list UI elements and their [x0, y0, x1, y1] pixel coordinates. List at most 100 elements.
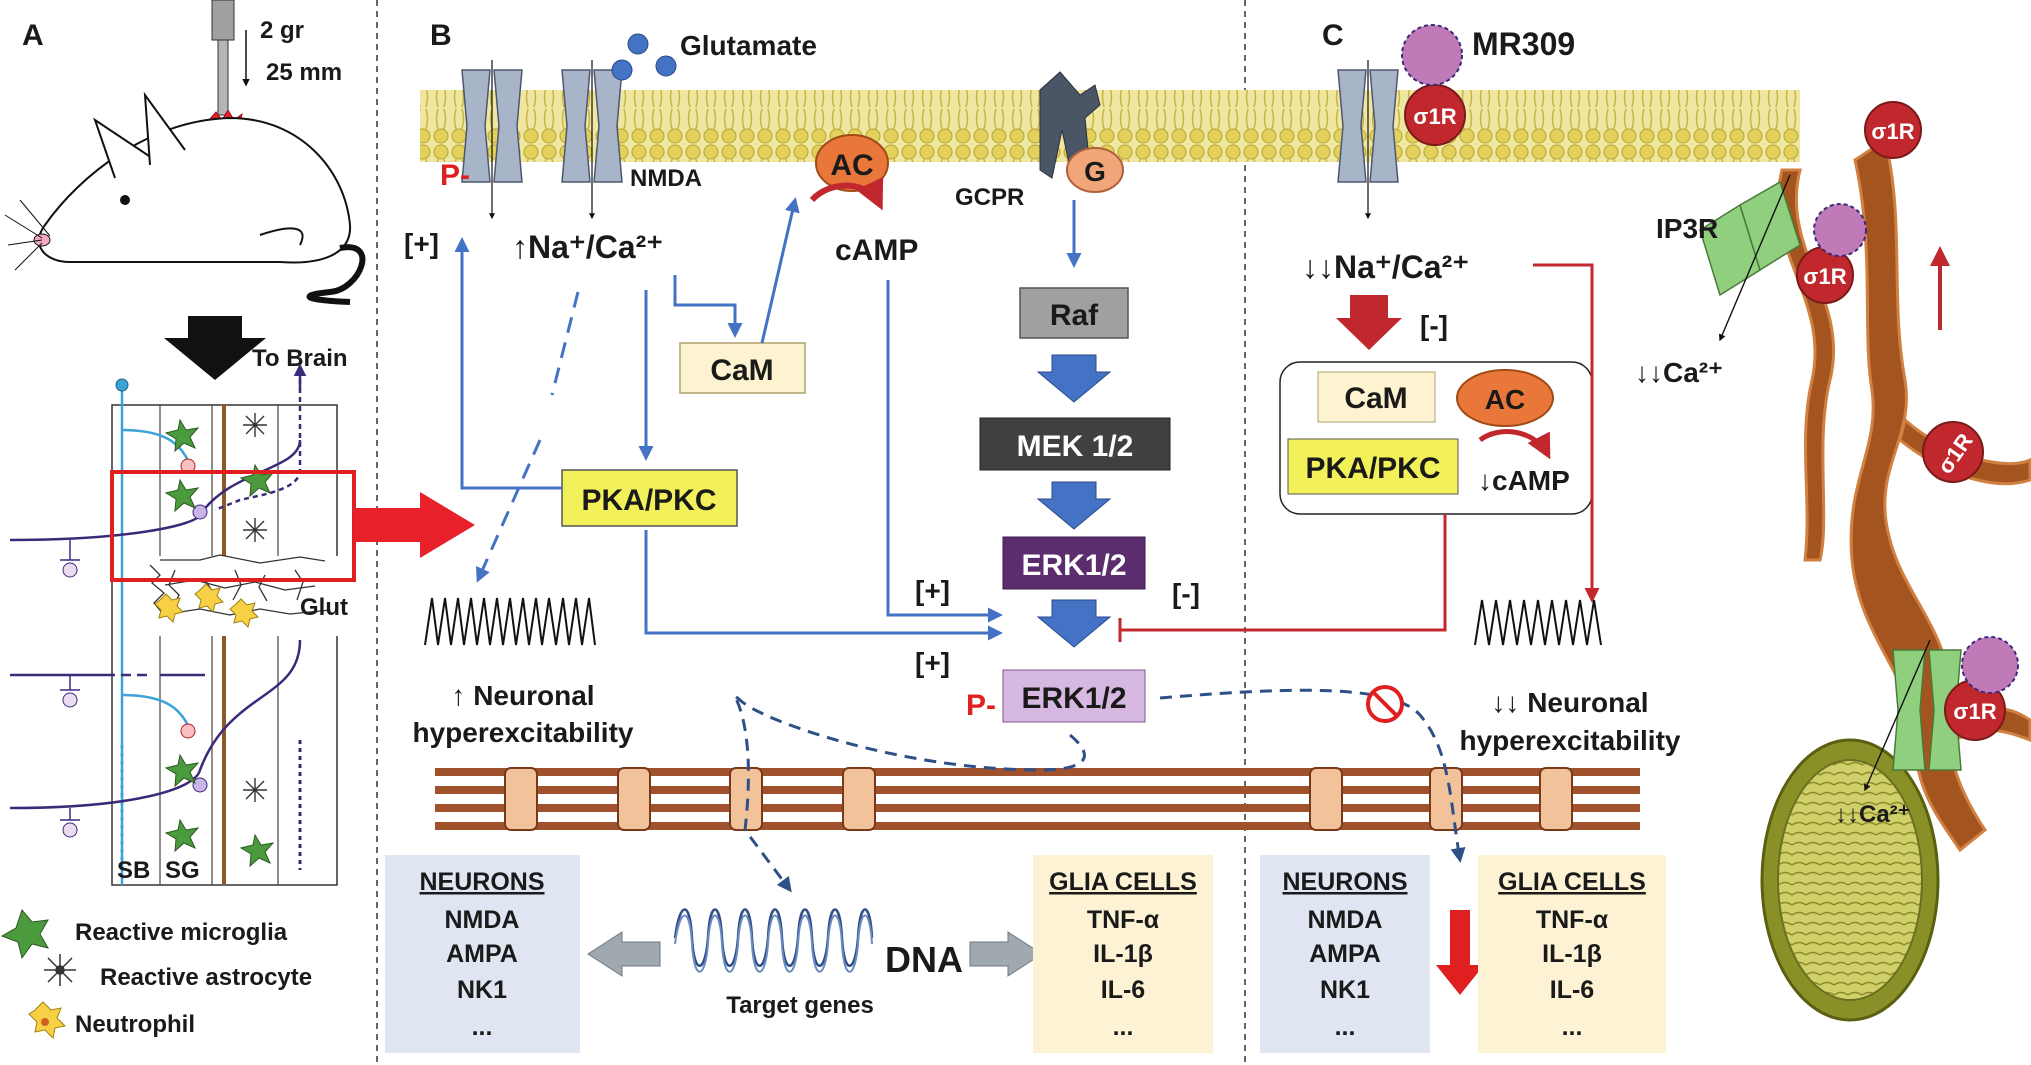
- plus-erk-label: [+]: [915, 575, 950, 606]
- ip3r-receptor: [1699, 180, 1801, 297]
- neurons-item-b: NK1: [457, 976, 507, 1004]
- na-ca-down-label: ↓↓Na⁺/Ca²⁺: [1302, 249, 1469, 285]
- gcpr-label: GCPR: [955, 184, 1024, 211]
- pka-pkc-label-c: PKA/PKC: [1305, 452, 1440, 485]
- neurons-box-c: [1260, 855, 1430, 1053]
- glia-item-b: TNF-α: [1087, 906, 1160, 934]
- astrocyte-icon: [44, 954, 76, 986]
- microglia-icon: [0, 908, 50, 960]
- dna-neurons-arrow: [587, 931, 661, 977]
- neurons-item-b: NMDA: [445, 906, 520, 934]
- spike-train-high: [424, 597, 596, 646]
- erk-label: ERK1/2: [1021, 549, 1126, 582]
- cam-label: CaM: [710, 354, 773, 387]
- camp-label: cAMP: [835, 234, 918, 267]
- minus-b-label: [-]: [1172, 578, 1200, 609]
- g-label: G: [1084, 156, 1106, 187]
- raf-mek-arrow: [1036, 354, 1112, 403]
- plus-perk-label: [+]: [915, 647, 950, 678]
- glia-item-b: IL-6: [1101, 976, 1145, 1004]
- ac-label: AC: [830, 149, 873, 182]
- glia-item-c: IL-1β: [1542, 940, 1602, 968]
- mek-label: MEK 1/2: [1017, 430, 1134, 463]
- cam-label-c: CaM: [1344, 382, 1407, 415]
- cell-membrane-c: [1245, 90, 1800, 162]
- nmda-receptor: [561, 69, 623, 183]
- phospho-channel-label: P-: [440, 159, 470, 192]
- pka-pkc-box-c: [1287, 438, 1459, 495]
- ac-camp-arrow: [809, 176, 884, 211]
- legend-microglia-label: Reactive microglia: [75, 919, 288, 946]
- glia-box-b: [1033, 855, 1213, 1053]
- neurons-item-b: ...: [472, 1013, 493, 1041]
- spinal-cord-section: [9, 363, 356, 886]
- mek-box: [979, 417, 1171, 471]
- perk-phospho-label: P-: [966, 689, 996, 722]
- neurons-item-c: NMDA: [1308, 906, 1383, 934]
- glia-title-b: GLIA CELLS: [1049, 868, 1197, 896]
- hyper-b-line2: hyperexcitability: [413, 717, 634, 748]
- sb-label: SB: [117, 857, 150, 884]
- nmda-label: NMDA: [630, 165, 702, 192]
- ac-label-c: AC: [1485, 384, 1525, 415]
- pka-pkc-label: PKA/PKC: [581, 484, 716, 517]
- sigma1-receptor-free: [1922, 421, 1984, 483]
- sigma1-receptor-er: [1864, 101, 1922, 159]
- mr309-bound-ip3r: [1813, 203, 1867, 257]
- perk-label: ERK1/2: [1021, 682, 1126, 715]
- panel-label-a: A: [22, 19, 44, 52]
- mr309-molecule: [1401, 24, 1463, 86]
- raf-box: [1019, 287, 1129, 339]
- ion-channel-left: [461, 69, 523, 183]
- ca-down-mito-label: ↓↓Ca²⁺: [1835, 801, 1910, 828]
- ca-down-label: ↓↓Ca²⁺: [1635, 357, 1723, 388]
- ac-c: [1456, 369, 1554, 427]
- rat-illustration: [4, 91, 366, 305]
- neurons-item-b: AMPA: [446, 940, 518, 968]
- ip3r-label: IP3R: [1656, 213, 1718, 244]
- erk-box: [1002, 536, 1146, 590]
- mr309-bound-mito: [1961, 636, 2019, 694]
- neurons-box-b: [385, 855, 580, 1053]
- glia-box-c: [1478, 855, 1666, 1053]
- perk-box: [1002, 669, 1146, 723]
- glia-item-c: ...: [1562, 1013, 1583, 1041]
- sigma-label-1: σ1R: [1413, 104, 1456, 129]
- target-genes-label: Target genes: [726, 992, 874, 1019]
- sigma-label-5: σ1R: [1953, 699, 1996, 724]
- nuclear-envelope: [435, 767, 1640, 831]
- legend-neutrophil-label: Neutrophil: [75, 1011, 195, 1038]
- decrease-arrow: [1436, 910, 1484, 995]
- red-inhibition-lines: [1118, 263, 1600, 642]
- big-down-arrow: [164, 316, 266, 380]
- pka-pkc-box: [561, 469, 738, 527]
- hyper-b-line1: ↑ Neuronal: [451, 680, 594, 711]
- sigma-label-4: σ1R: [1803, 264, 1846, 289]
- height-label: 25 mm: [266, 59, 342, 86]
- glutamate-molecules: [611, 33, 677, 81]
- endoplasmic-reticulum: [1849, 137, 1988, 853]
- legend-astrocyte-label: Reactive astrocyte: [100, 964, 312, 991]
- spike-train-low: [1474, 599, 1602, 646]
- glia-item-c: TNF-α: [1536, 906, 1609, 934]
- glia-item-b: IL-1β: [1093, 940, 1153, 968]
- neutrophil-cluster: [154, 583, 259, 628]
- cam-box: [679, 342, 806, 394]
- minus-c-top: [-]: [1420, 310, 1448, 341]
- zoom-arrow: [354, 492, 475, 558]
- cam-box-c: [1317, 371, 1436, 423]
- plus-left-label: [+]: [404, 228, 439, 259]
- blue-signal-arrows: [454, 197, 1003, 641]
- glia-item-b: ...: [1113, 1013, 1134, 1041]
- erk-perk-arrow: [1036, 599, 1112, 648]
- mek-erk-arrow: [1036, 481, 1112, 530]
- panel-label-c: C: [1322, 19, 1344, 52]
- glia-title-c: GLIA CELLS: [1498, 868, 1646, 896]
- sigma-label-2: σ1R: [1871, 119, 1914, 144]
- camp-down-label: ↓cAMP: [1478, 465, 1570, 496]
- neurons-item-c: NK1: [1320, 976, 1370, 1004]
- na-ca-up-label: ↑Na⁺/Ca²⁺: [512, 229, 663, 265]
- neurons-item-c: AMPA: [1309, 940, 1381, 968]
